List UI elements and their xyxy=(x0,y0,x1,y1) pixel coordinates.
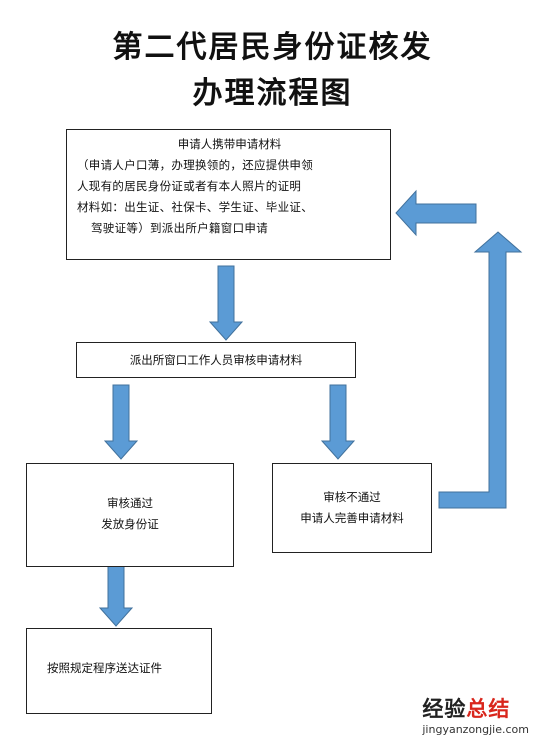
apply-line: 驾驶证等）到派出所户籍窗口申请 xyxy=(91,221,268,235)
arrow-review-to-pass xyxy=(103,384,139,460)
watermark-brand-black: 经验 xyxy=(422,697,467,721)
node-fail: 审核不通过 申请人完善申请材料 xyxy=(272,463,432,553)
node-apply: 申请人携带申请材料 （申请人户口薄，办理换领的，还应提供申领 人现有的居民身份证… xyxy=(66,129,391,260)
arrow-pass-to-deliver xyxy=(98,558,134,627)
pass-line: 发放身份证 xyxy=(101,517,159,531)
arrow-return-to-apply xyxy=(395,189,477,237)
watermark-url: jingyanzongjie.com xyxy=(422,723,529,736)
page-title-line1: 第二代居民身份证核发 xyxy=(112,30,433,65)
page-title-line2: 办理流程图 xyxy=(192,76,353,111)
node-review: 派出所窗口工作人员审核申请材料 xyxy=(76,342,356,378)
pass-line: 审核通过 xyxy=(107,496,153,510)
watermark-brand: 经验总结 xyxy=(422,693,529,723)
node-deliver: 按照规定程序送达证件 xyxy=(26,628,212,714)
apply-line: （申请人户口薄，办理换领的，还应提供申领 xyxy=(77,158,313,172)
fail-line: 审核不通过 xyxy=(323,490,381,504)
arrow-fail-return-up xyxy=(438,231,523,509)
watermark: 经验总结 jingyanzongjie.com xyxy=(422,693,529,736)
apply-line: 人现有的居民身份证或者有本人照片的证明 xyxy=(77,179,302,193)
watermark-brand-red: 总结 xyxy=(466,697,511,721)
apply-line: 材料如：出生证、社保卡、学生证、毕业证、 xyxy=(77,200,313,214)
apply-line: 申请人携带申请材料 xyxy=(177,137,282,151)
node-pass: 审核通过 发放身份证 xyxy=(26,463,234,567)
arrow-review-to-fail xyxy=(320,384,356,460)
arrow-apply-to-review xyxy=(208,265,244,341)
fail-line: 申请人完善申请材料 xyxy=(300,511,404,525)
